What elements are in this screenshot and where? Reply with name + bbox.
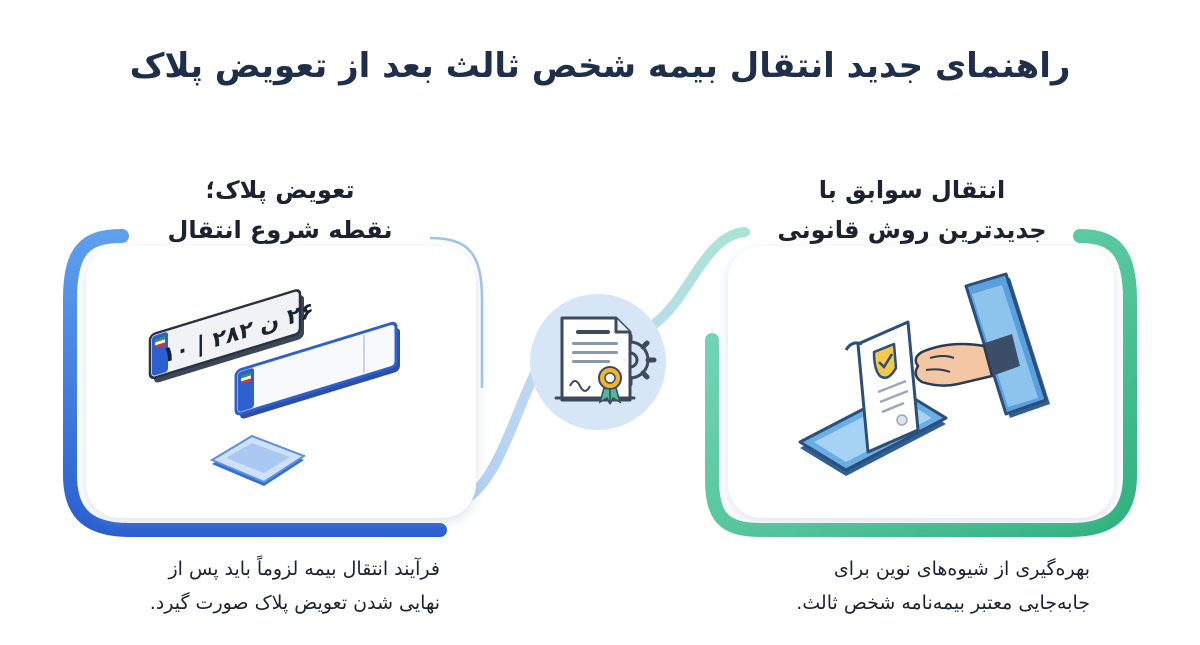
new-plate-icon bbox=[234, 321, 400, 419]
right-panel-arc bbox=[705, 229, 1137, 537]
left-panel-heading-line-2: نقطه شروع انتقال bbox=[167, 216, 393, 244]
right-panel-heading: انتقال سوابق با جدیدترین روش قانونی bbox=[762, 170, 1062, 250]
left-panel-caption-line-2: نهایی شدن تعویض پلاک صورت گیرد. bbox=[149, 592, 440, 614]
certificate-gear-icon bbox=[554, 316, 657, 405]
left-panel-accent-line bbox=[429, 236, 484, 388]
right-panel-heading-line-2: جدیدترین روش قانونی bbox=[777, 216, 1047, 244]
center-badge bbox=[530, 294, 666, 430]
right-panel-caption-line-1: بهره‌گیری از شیوه‌های نوین برای bbox=[833, 558, 1090, 580]
left-panel: ۲۶ ن ۲۸۲ | ۱۰ bbox=[63, 229, 484, 537]
right-panel-caption: بهره‌گیری از شیوه‌های نوین برای جابه‌جای… bbox=[730, 552, 1090, 620]
left-panel-caption-line-1: فرآیند انتقال بیمه لزوماً باید پس از bbox=[168, 558, 441, 580]
mount-pad-icon bbox=[209, 434, 307, 486]
right-panel-heading-line-1: انتقال سوابق با bbox=[818, 176, 1006, 204]
left-panel-heading: تعویض پلاک؛ نقطه شروع انتقال bbox=[130, 170, 430, 250]
left-panel-caption: فرآیند انتقال بیمه لزوماً باید پس از نها… bbox=[80, 552, 440, 620]
left-panel-heading-line-1: تعویض پلاک؛ bbox=[205, 176, 355, 204]
right-panel bbox=[705, 229, 1137, 537]
right-panel-caption-line-2: جابه‌جایی معتبر بیمه‌نامه شخص ثالث. bbox=[796, 592, 1090, 614]
shield-document-icon bbox=[844, 320, 920, 454]
page-title: راهنمای جدید انتقال بیمه شخص ثالث بعد از… bbox=[129, 46, 1071, 86]
hand-icon bbox=[914, 334, 1020, 387]
left-panel-arc bbox=[63, 229, 447, 537]
